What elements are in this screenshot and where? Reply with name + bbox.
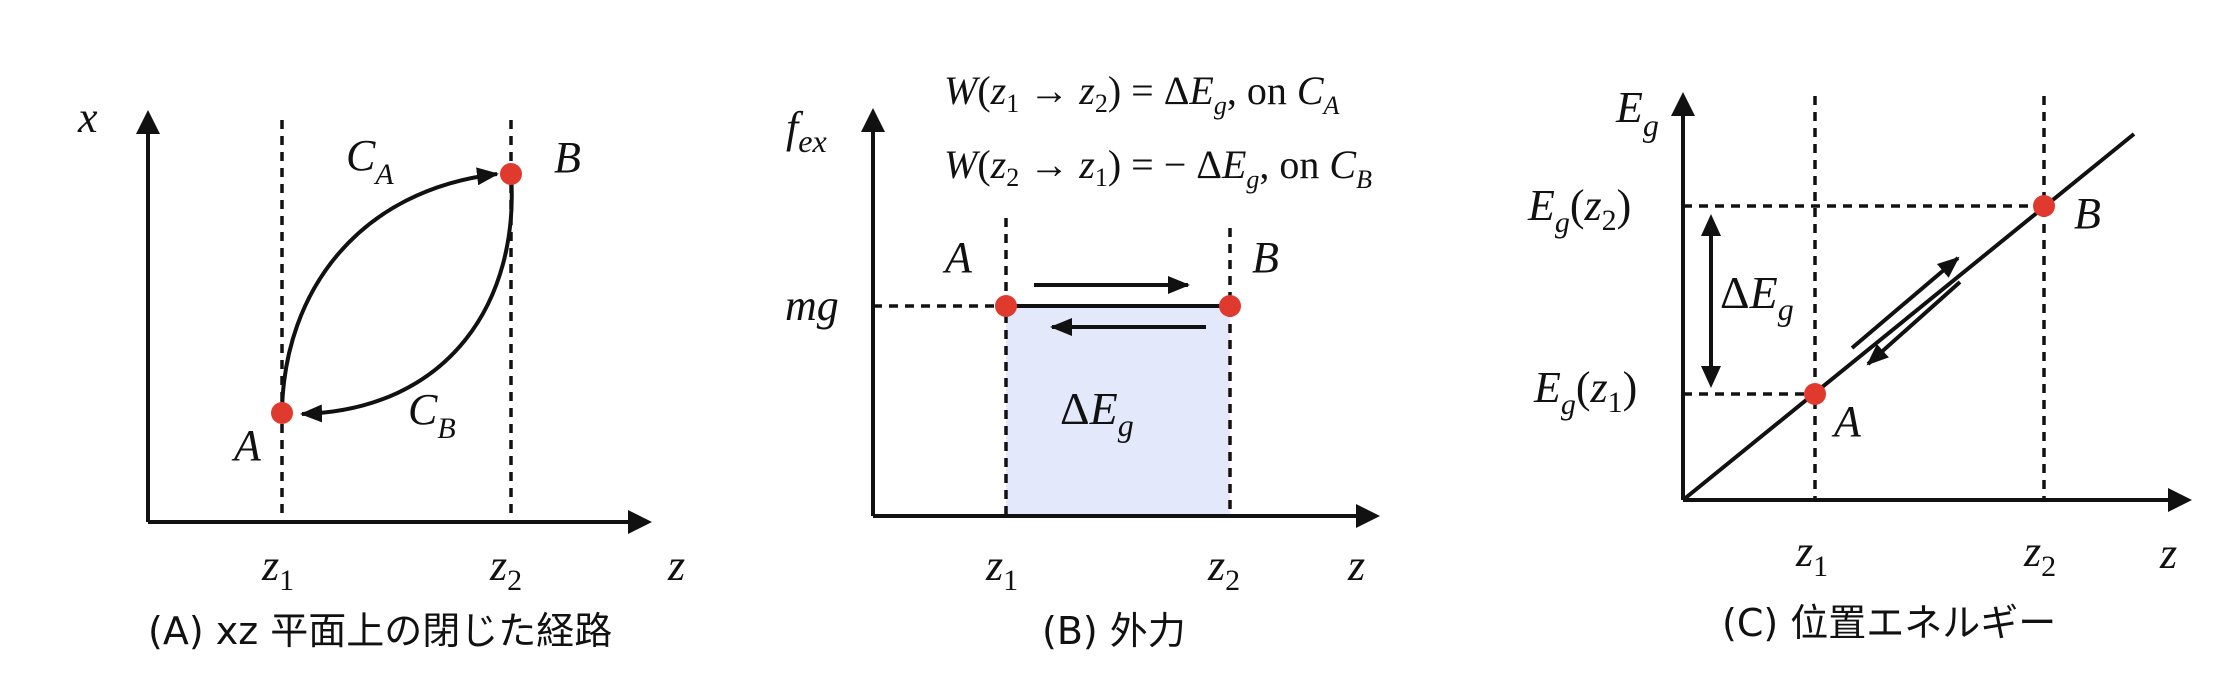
panel-b-y-arrowhead [861,108,885,132]
panel-b-caption: (B) 外力 [1042,609,1186,653]
panel-c-point-a [1804,383,1826,405]
panel-c-y-label: Eg [1615,83,1659,143]
panel-b-y-label: fex [786,103,827,159]
panel-a-x-label: z [667,541,685,590]
panel-a-point-a [271,402,293,424]
panel-b-equation-2: W(z2 → z1) = − ΔEg, on CB [944,142,1372,194]
panel-a-path-ca [280,167,499,413]
panel-c-delta-label: ΔEg [1720,267,1794,327]
panel-a: x z z1 z2 A B CA CB (A) xz 平面上の閉じた経路 [77,93,685,653]
panel-b-label-b: B [1252,233,1279,282]
panel-c-tick-z1: z1 [1795,527,1828,583]
panel-c-label-b: B [2074,189,2101,238]
panel-a-tick-z2: z2 [489,541,522,597]
panel-c-arrow-down [1866,280,1962,366]
panel-a-x-arrowhead [628,510,652,534]
panel-b-point-b [1219,295,1241,317]
panel-c: Eg z z1 z2 Eg(z2) Eg(z1) ΔEg A B (C) 位置エ… [1527,83,2192,645]
panel-b-tick-z1: z1 [985,541,1018,597]
panel-c-tick-z2: z2 [2023,527,2056,583]
panel-b-tick-z2: z2 [1207,541,1240,597]
panel-c-level-2: Eg(z2) [1527,181,1631,239]
panel-c-delta-arrow-up [1701,214,1721,236]
panel-c-caption: (C) 位置エネルギー [1722,601,2056,645]
panel-a-label-b: B [554,133,581,182]
panel-a-tick-z1: z1 [261,541,294,597]
panel-c-x-label: z [2159,529,2177,578]
panel-b-point-a [995,295,1017,317]
panel-a-label-ca: CA [346,131,394,191]
panel-b-x-label: z [1347,541,1365,590]
panel-b-x-arrowhead [1356,504,1380,528]
panel-b-label-a: A [942,233,973,282]
panel-a-point-b [500,163,522,185]
panel-c-delta-arrow-down [1701,366,1721,388]
panel-a-y-label: x [77,93,98,142]
panel-c-energy-line [1681,132,2136,502]
panel-b-mg-label: mg [785,281,839,330]
panel-b: fex z z1 z2 mg A B ΔEg W(z1 → z2) = ΔEg,… [785,68,1380,653]
panel-a-y-arrowhead [136,110,160,134]
panel-a-label-cb: CB [408,385,456,445]
panel-a-label-a: A [231,421,262,470]
panel-b-equation-1: W(z1 → z2) = ΔEg, on CA [944,68,1340,120]
panel-a-caption: (A) xz 平面上の閉じた経路 [148,609,612,653]
panel-c-x-arrowhead [2168,488,2192,512]
panel-b-area [1006,306,1230,515]
panel-c-label-a: A [1831,397,1862,446]
panel-c-arrow-up [1850,256,1960,350]
panel-a-path-cb [300,173,514,423]
panel-c-level-1: Eg(z1) [1533,363,1637,421]
panel-c-y-arrowhead [1671,92,1695,116]
panel-c-point-b [2033,195,2055,217]
